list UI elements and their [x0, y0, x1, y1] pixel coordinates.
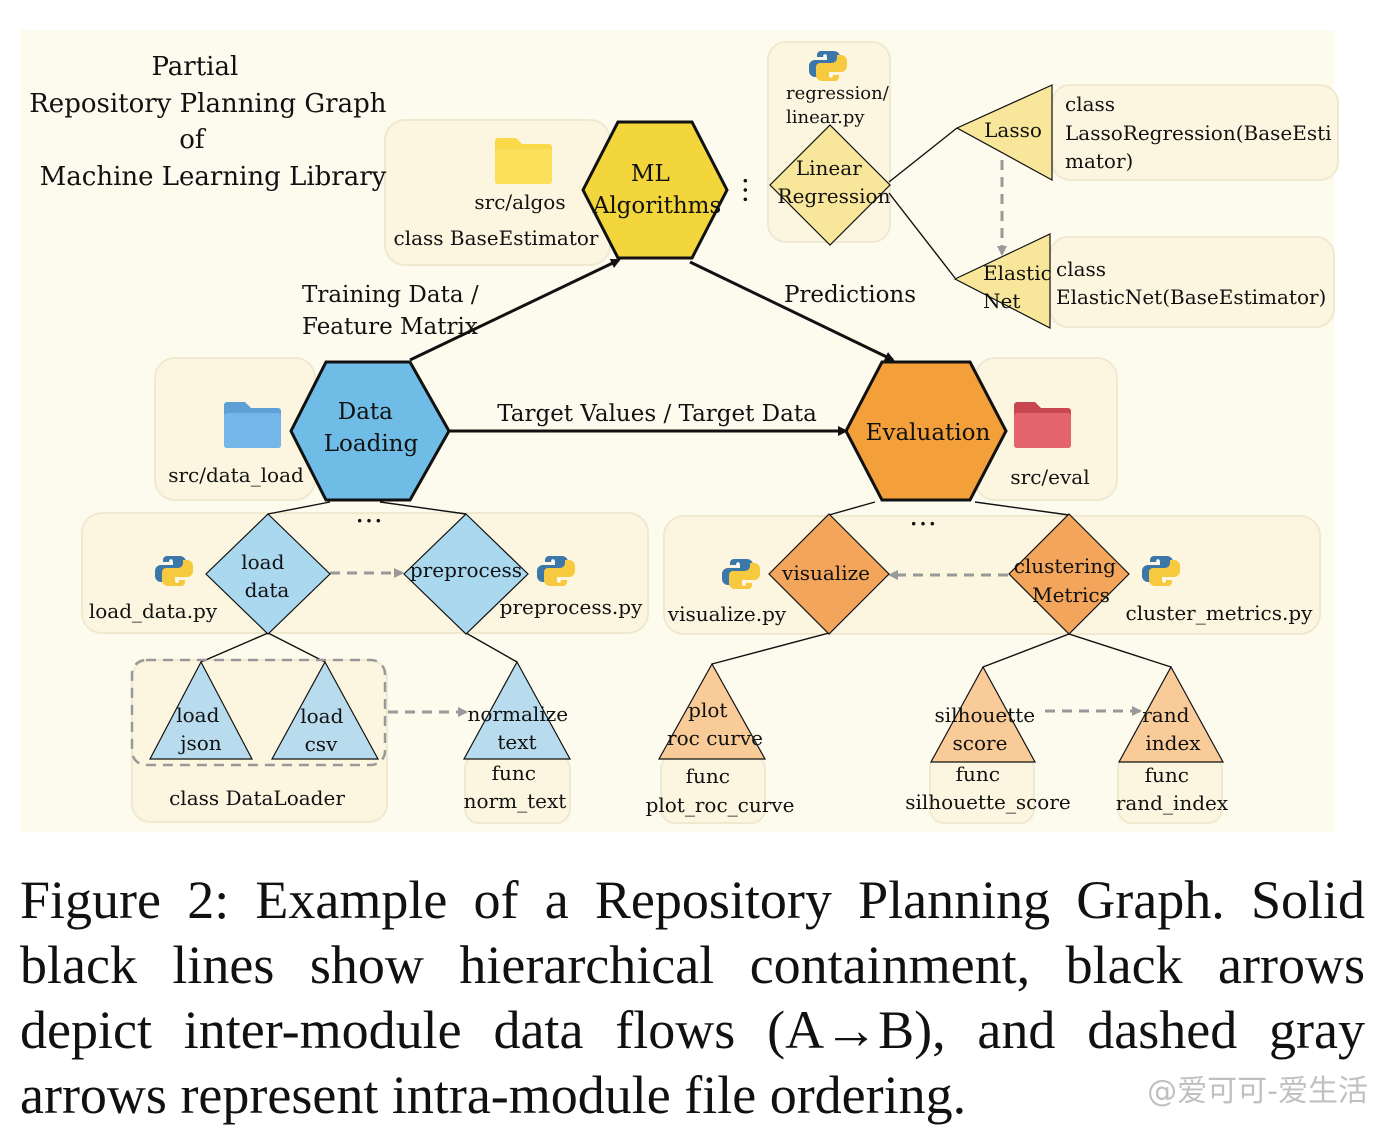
linear-regression-label: Linear Regression	[778, 156, 891, 208]
folder-icon	[224, 402, 281, 448]
panel-elastic-class	[1049, 236, 1335, 328]
rand-func-label: func rand_index	[1116, 763, 1229, 815]
rand-index-triangle[interactable]	[1117, 665, 1225, 763]
folder-icon	[1014, 402, 1071, 448]
predictions-label: Predictions	[784, 282, 916, 308]
silhouette-func-label: func silhouette_score	[905, 762, 1071, 814]
plot-roc-curve-label: plot roc curve	[667, 698, 763, 750]
file-ordering-arrows	[330, 160, 1142, 717]
ml-class-label: class BaseEstimator	[394, 226, 599, 250]
linear-file-label: regression/ linear.py	[786, 83, 895, 128]
plot-roc-curve-triangle[interactable]	[657, 662, 767, 760]
visualize-diamond[interactable]	[768, 513, 890, 635]
data-loading-hexagon[interactable]	[289, 360, 451, 502]
arrow-predictions	[689, 260, 895, 362]
lasso-label: Lasso	[984, 118, 1042, 142]
load-csv-triangle[interactable]	[270, 660, 380, 760]
arrow-training-data	[409, 258, 621, 362]
target-values-label: Target Values / Target Data	[497, 401, 817, 427]
elastic-class-label: class ElasticNet(BaseEstimator)	[1056, 257, 1326, 309]
normalize-text-triangle[interactable]	[462, 660, 572, 760]
ellipsis-data: …	[355, 496, 383, 529]
load-data-label: load data	[241, 550, 291, 602]
visualize-file-label: visualize.py	[667, 602, 787, 626]
visualize-label: visualize	[781, 561, 870, 585]
ml-folder-label: src/algos	[474, 190, 565, 214]
load-json-triangle[interactable]	[149, 660, 253, 760]
preprocess-diamond[interactable]	[403, 513, 529, 635]
repository-planning-graph: Partial Repository Planning Graph of Mac…	[20, 30, 1339, 832]
lasso-class-label: class LassoRegression(BaseEsti mator)	[1065, 92, 1338, 173]
figure-caption: Figure 2: Example of a Repository Planni…	[20, 870, 1365, 1125]
rand-index-label: rand index	[1142, 703, 1201, 755]
silhouette-score-triangle[interactable]	[929, 665, 1037, 763]
normalize-func-label: func norm_text	[464, 761, 567, 813]
watermark: @爱可可-爱生活	[1147, 1074, 1368, 1109]
evaluation-label: Evaluation	[866, 420, 991, 446]
preprocess-file-label: preprocess.py	[500, 595, 643, 619]
silhouette-score-label: silhouette score	[935, 703, 1042, 755]
elastic-net-triangle[interactable]	[953, 233, 1051, 329]
training-data-label: Training Data / Feature Matrix	[302, 282, 486, 340]
data-loading-label: Data Loading	[324, 399, 419, 457]
folder-icon	[495, 138, 552, 184]
load-csv-label: load csv	[300, 704, 350, 756]
linear-regression-diamond[interactable]	[769, 124, 891, 246]
load-data-file-label: load_data.py	[89, 599, 218, 623]
evaluation-hexagon[interactable]	[844, 360, 1008, 502]
diagram-title: Partial Repository Planning Graph of Mac…	[29, 52, 395, 192]
load-json-label: load json	[176, 703, 226, 755]
ellipsis-eval: …	[909, 499, 937, 532]
eval-folder-label: src/eval	[1010, 465, 1089, 489]
ml-algorithms-label: ML Algorithms	[592, 161, 722, 219]
ellipsis-ml: …	[737, 176, 770, 204]
dataflow-arrows	[409, 258, 895, 436]
clustering-metrics-diamond[interactable]	[1008, 513, 1130, 635]
preprocess-label: preprocess	[410, 558, 522, 582]
data-folder-label: src/data_load	[168, 463, 304, 487]
clustering-metrics-label: clustering Metrics	[1014, 554, 1123, 607]
dataloader-group-box	[130, 658, 387, 767]
containment-lines	[200, 127, 1172, 668]
normalize-text-label: normalize text	[468, 702, 575, 754]
ml-algorithms-hexagon[interactable]	[581, 120, 729, 260]
lasso-triangle[interactable]	[955, 84, 1053, 182]
load-data-diamond[interactable]	[205, 513, 331, 635]
clustering-file-label: cluster_metrics.py	[1126, 601, 1314, 625]
plot-func-label: func plot_roc_curve	[646, 764, 795, 817]
elastic-net-label: Elastic Net	[983, 261, 1058, 313]
dataloader-class-label: class DataLoader	[169, 786, 345, 810]
